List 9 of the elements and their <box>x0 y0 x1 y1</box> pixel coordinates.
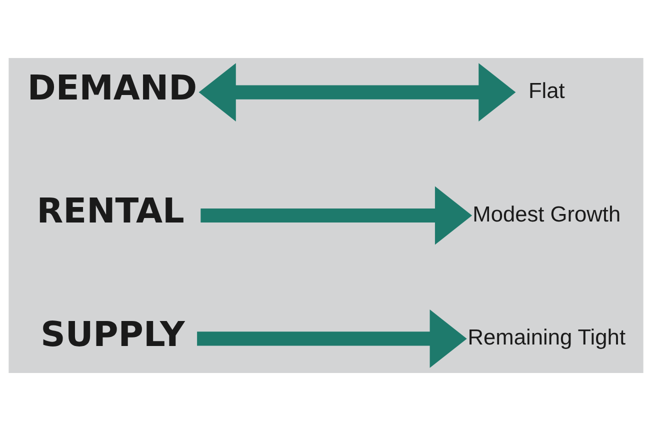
node-text: RENTAL <box>36 191 184 232</box>
node-text: SUPPLY <box>40 314 185 354</box>
node-text: Remaining Tight <box>468 324 626 349</box>
node-text: Modest Growth <box>472 200 621 226</box>
arrow <box>198 62 516 121</box>
node-text: DEMAND <box>27 68 198 108</box>
arrow <box>200 186 472 244</box>
node-text: Flat <box>528 78 565 103</box>
arrow <box>197 309 467 368</box>
